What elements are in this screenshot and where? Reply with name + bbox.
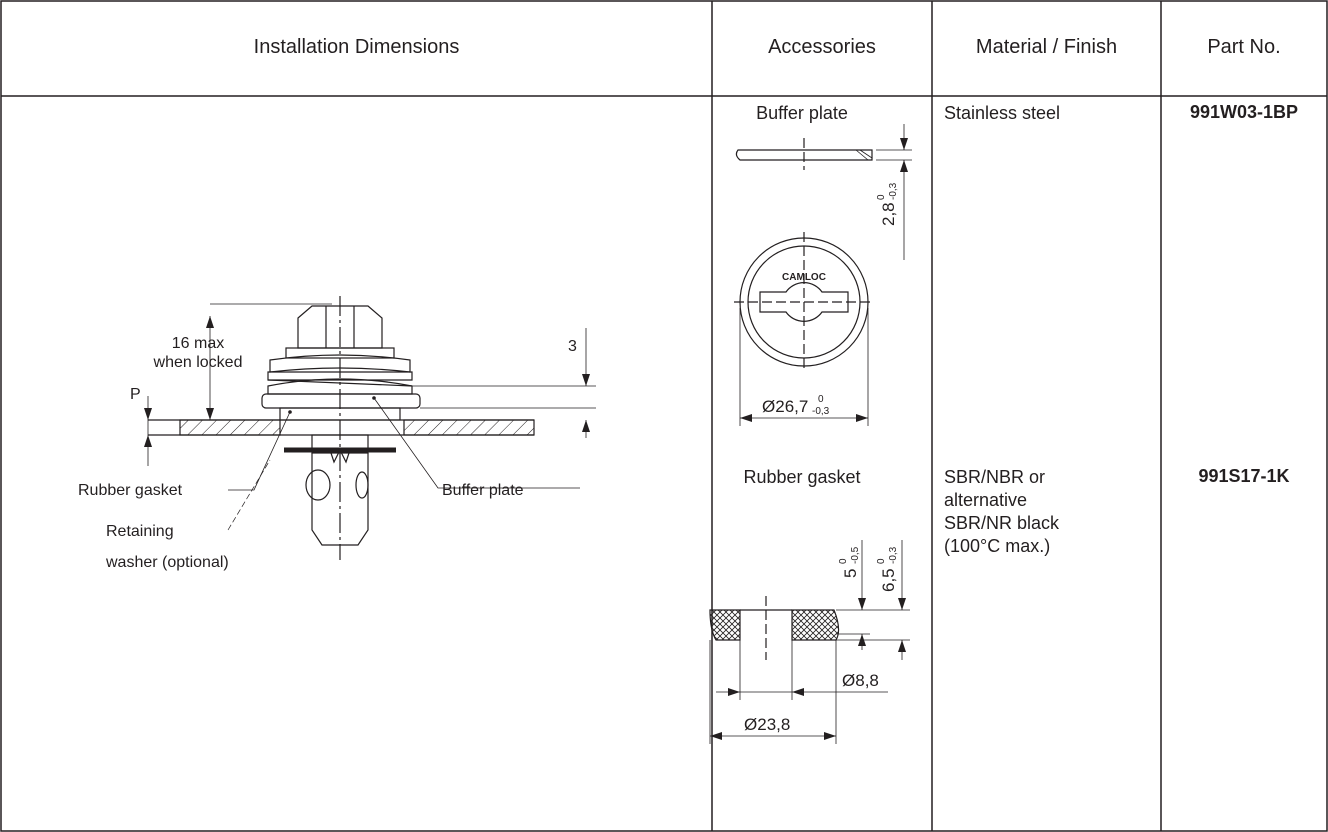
material-line: (100°C max.) [944, 536, 1051, 556]
material-line: alternative [944, 490, 1028, 510]
callout-line: washer (optional) [106, 554, 229, 571]
dim-gasket-height-outer: 6,5 [879, 568, 898, 592]
dim-diameter-tol-lower: -0,3 [812, 406, 830, 417]
material-line: SBR/NR black [944, 513, 1060, 533]
diameter-symbol: Ø [744, 715, 757, 734]
brand-mark-camloc: CAMLOC [782, 272, 826, 283]
dim-diameter-tol-upper: 0 [818, 394, 824, 405]
header-accessories: Accessories [768, 36, 876, 58]
diameter-symbol: Ø [762, 397, 775, 416]
accessory-name-rubber-gasket: Rubber gasket [743, 467, 861, 487]
dim-gasket-height-outer-tol-upper: 0 [876, 558, 887, 564]
dim-label-16-max: 16 max when locked [144, 334, 252, 372]
dim-diameter: Ø26,7 [762, 397, 808, 416]
dim-gasket-inner-diameter: Ø8,8 [842, 671, 879, 690]
material-stainless-steel: Stainless steel [944, 103, 1061, 123]
dim-thickness: 2,8 [879, 202, 898, 226]
callout-buffer-plate: Buffer plate [442, 482, 524, 499]
header-material-finish: Material / Finish [975, 36, 1118, 58]
part-number-buffer-plate: 991W03-1BP [1189, 102, 1299, 122]
dim-gasket-outer-diameter: Ø23,8 [744, 715, 790, 734]
dim-gasket-height-inner-tol-lower: -0,5 [850, 546, 861, 564]
dim-gasket-height-inner-tol-upper: 0 [838, 558, 849, 564]
dim-gasket-height-inner: 5 [841, 569, 860, 578]
part-number-rubber-gasket: 991S17-1K [1198, 466, 1290, 486]
header-installation-dimensions: Installation Dimensions [253, 36, 460, 58]
callout-line: Retaining [106, 523, 174, 540]
dim-label-3: 3 [568, 338, 577, 355]
dim-diameter-value: 26,7 [775, 397, 808, 416]
diameter-symbol: Ø [842, 671, 855, 690]
material-line: SBR/NBR or [944, 467, 1046, 487]
dim-thickness-tol-upper: 0 [876, 194, 887, 200]
dim-gasket-inner-diameter-value: 8,8 [855, 671, 879, 690]
dim-label-line: 16 max [171, 335, 225, 352]
accessory-name-buffer-plate: Buffer plate [756, 103, 848, 123]
dim-gasket-outer-diameter-value: 23,8 [757, 715, 790, 734]
header-part-no: Part No. [1207, 36, 1281, 58]
callout-rubber-gasket: Rubber gasket [78, 482, 183, 499]
dim-thickness-tol-lower: -0,3 [888, 182, 899, 200]
dim-label-p: P [130, 386, 141, 403]
dim-gasket-height-outer-tol-lower: -0,3 [888, 546, 899, 564]
dim-label-line: when locked [153, 354, 243, 371]
material-sbr-nbr: SBR/NBR or alternative SBR/NR black (100… [944, 466, 1059, 558]
callout-retaining-washer: Retaining washer (optional) [106, 516, 229, 578]
installation-drawing [144, 296, 596, 560]
